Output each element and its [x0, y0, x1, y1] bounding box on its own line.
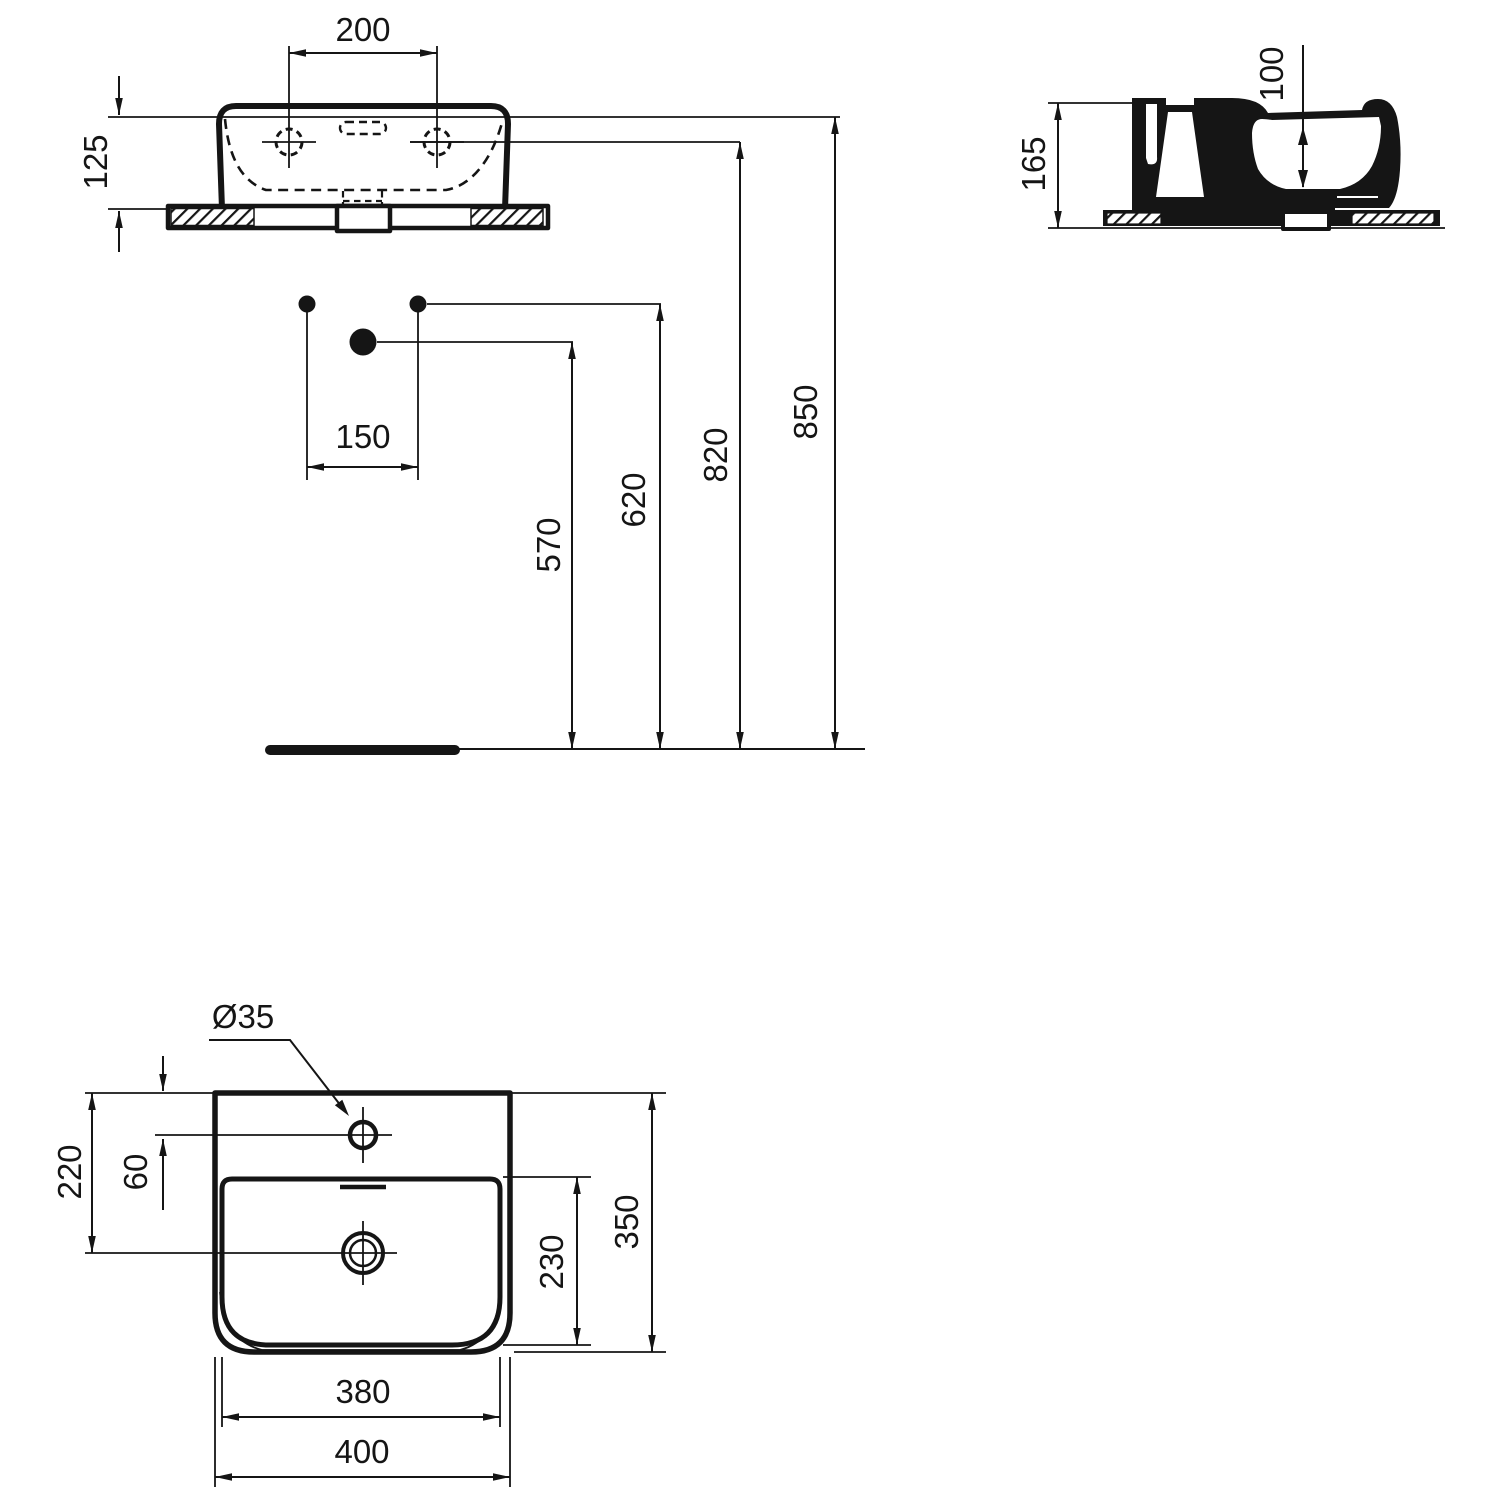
wall-hatch-left [1106, 212, 1162, 225]
dim-125-label: 125 [77, 134, 114, 189]
dim-dia35-label: Ø35 [212, 998, 274, 1035]
leader-line [209, 1039, 342, 1107]
dim-400: 400 [214, 1357, 511, 1487]
dim-220-label: 220 [51, 1144, 88, 1199]
dim-350: 350 [512, 1092, 666, 1353]
dim-350-label: 350 [608, 1194, 645, 1249]
dim-620-label: 620 [615, 472, 652, 527]
dim-400-label: 400 [334, 1433, 389, 1470]
dim-820-label: 820 [697, 427, 734, 482]
basin-section-silhouette [1132, 98, 1401, 211]
drain-trap-side [1281, 210, 1331, 231]
arrow-down [1298, 170, 1308, 188]
dim-60: 60 [117, 1056, 167, 1210]
wall-hatch-left [170, 207, 255, 227]
hole-diameter-callout: Ø35 [209, 998, 349, 1116]
height-dimensions: 570 620 820 850 [265, 117, 865, 755]
dim-200: 200 [288, 11, 438, 168]
wall-hatch-right [470, 207, 544, 227]
dim-570: 570 [530, 342, 576, 749]
front-view: 200 125 [77, 11, 840, 252]
bowl-plan-outline [219, 1176, 503, 1348]
drain-trap-front [334, 203, 393, 234]
bowl-interior-dashed [223, 118, 505, 192]
dim-60-label: 60 [117, 1154, 154, 1191]
dim-620: 620 [615, 304, 664, 749]
fixing-hole-right-dot [409, 295, 427, 313]
dim-230-label: 230 [533, 1234, 570, 1289]
bowl-shadow-line [219, 1291, 502, 1351]
dim-100: 100 [1253, 45, 1308, 188]
mounting-points: 150 [298, 295, 661, 480]
dim-570-label: 570 [530, 517, 567, 572]
dim-200-label: 200 [335, 11, 390, 48]
dim-165: 165 [1015, 102, 1445, 229]
dim-100-label: 100 [1253, 46, 1290, 101]
overflow-slot-dashed [338, 120, 388, 136]
dim-850: 850 [787, 117, 839, 749]
wall-hatch-right [1351, 212, 1435, 225]
side-view: 165 100 [1015, 45, 1445, 231]
dim-380: 380 [221, 1357, 501, 1427]
dim-230: 230 [503, 1176, 591, 1346]
dim-820: 820 [697, 142, 744, 749]
plan-view: Ø35 60 220 230 350 380 [51, 998, 666, 1487]
floor-line [265, 745, 865, 755]
drain-center-dot [349, 328, 377, 356]
faucet-hole-plan-icon [155, 1107, 392, 1163]
leader-arrow [334, 1099, 349, 1116]
wall-shelf-front [165, 203, 551, 234]
dim-150-label: 150 [335, 418, 390, 455]
fixing-hole-left-dot [298, 295, 316, 313]
dim-165-label: 165 [1015, 136, 1052, 191]
dim-850-label: 850 [787, 384, 824, 439]
dim-150: 150 [307, 418, 418, 471]
dim-380-label: 380 [335, 1373, 390, 1410]
arrow-up [1298, 127, 1308, 145]
dim-220: 220 [51, 1092, 214, 1253]
dim-125: 125 [77, 76, 123, 252]
drain-hole-plan-icon [85, 1221, 397, 1285]
